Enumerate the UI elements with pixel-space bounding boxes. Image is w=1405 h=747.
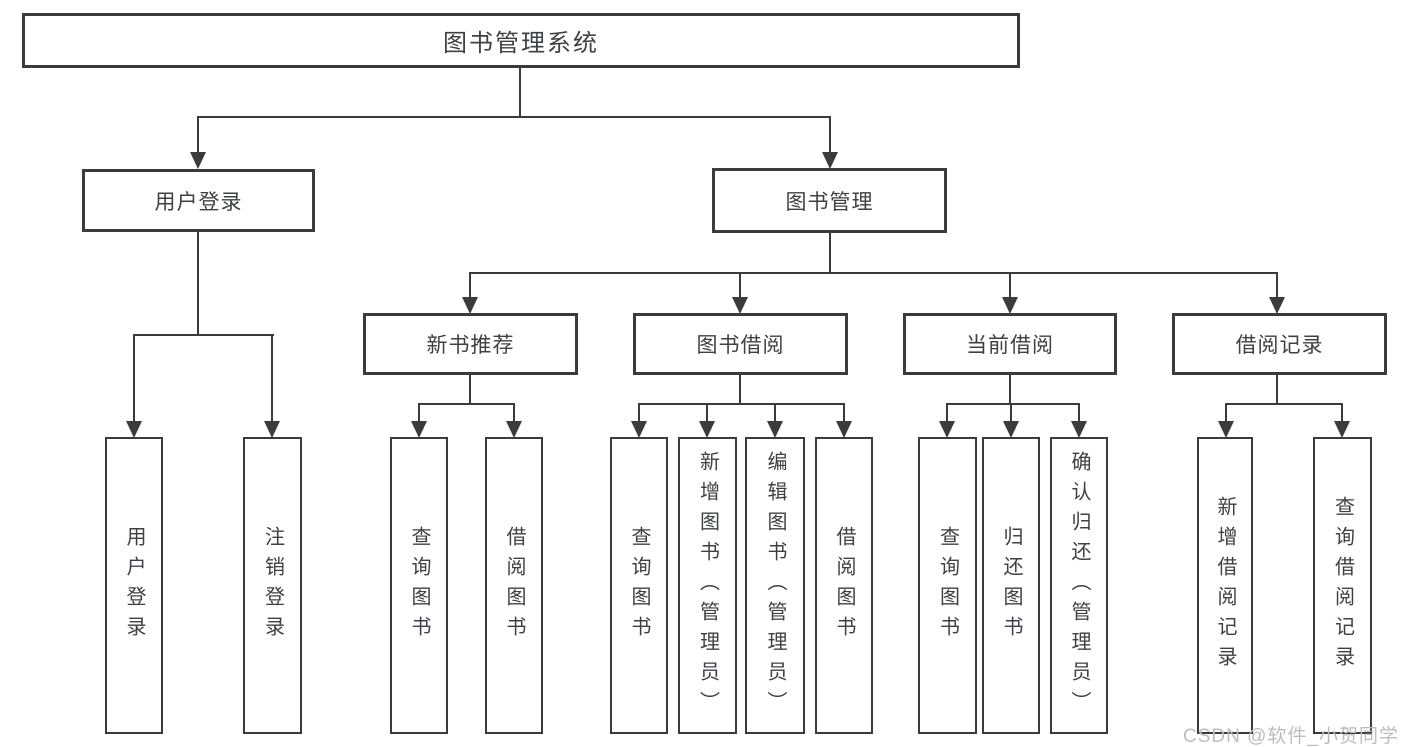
node-label: 图书管理 <box>785 190 874 214</box>
arrow-down-icon <box>1071 421 1087 438</box>
connector <box>1276 272 1278 300</box>
arrow-down-icon <box>462 297 478 314</box>
node-label: 查询图书 <box>408 525 430 646</box>
connector <box>1009 272 1011 300</box>
connector <box>1276 375 1278 405</box>
node-label: 查询借阅记录 <box>1331 495 1354 676</box>
node-label: 查询图书 <box>936 525 959 646</box>
node-user-login: 用户登录 <box>82 169 315 232</box>
leaf-query-books-recommend: 查询图书 <box>390 437 448 734</box>
connector <box>519 67 521 117</box>
connector <box>946 403 1080 405</box>
leaf-edit-books-admin: 编辑图书（管理员） <box>745 437 805 734</box>
arrow-down-icon <box>939 421 955 438</box>
leaf-add-books-admin: 新增图书（管理员） <box>678 437 737 734</box>
node-current-borrowing: 当前借阅 <box>903 313 1117 375</box>
node-label: 当前借阅 <box>966 334 1054 357</box>
leaf-query-books-current: 查询图书 <box>918 437 977 734</box>
node-label: 图书借阅 <box>696 334 785 357</box>
node-label: 注销登录 <box>261 525 284 646</box>
arrow-down-icon <box>1002 297 1018 314</box>
connector <box>133 334 274 336</box>
connector <box>638 403 640 424</box>
connector <box>843 403 845 424</box>
connector <box>638 403 845 405</box>
arrow-down-icon <box>767 421 783 438</box>
arrow-down-icon <box>631 421 647 438</box>
connector <box>946 403 948 424</box>
connector <box>706 403 708 424</box>
connector <box>739 375 741 405</box>
connector <box>774 403 776 424</box>
node-label: 确认归还（管理员） <box>1068 450 1090 721</box>
leaf-logout: 注销登录 <box>243 437 302 734</box>
leaf-confirm-return-admin: 确认归还（管理员） <box>1050 437 1108 734</box>
node-label: 新增借阅记录 <box>1214 495 1236 676</box>
leaf-borrow-books-recommend: 借阅图书 <box>485 437 543 734</box>
leaf-return-books: 归还图书 <box>982 437 1040 734</box>
node-new-book-recommendation: 新书推荐 <box>363 313 578 375</box>
connector <box>1078 403 1080 424</box>
leaf-query-books-borrowing: 查询图书 <box>610 437 668 734</box>
node-label: 查询图书 <box>628 525 650 646</box>
connector <box>469 375 471 405</box>
arrow-down-icon <box>699 421 715 438</box>
connector <box>1225 403 1343 405</box>
node-label: 用户登录 <box>154 190 243 214</box>
connector <box>197 116 199 156</box>
connector <box>198 116 831 118</box>
node-label: 借阅图书 <box>503 525 525 646</box>
connector <box>469 272 471 300</box>
arrow-down-icon <box>264 421 280 438</box>
arrow-down-icon <box>1218 421 1234 438</box>
arrow-down-icon <box>1003 421 1019 438</box>
arrow-down-icon <box>1269 297 1285 314</box>
arrow-down-icon <box>836 421 852 438</box>
node-label: 图书管理系统 <box>443 30 599 57</box>
arrow-down-icon <box>411 421 427 438</box>
csdn-watermark: CSDN @软件_小贺同学 <box>1183 726 1399 747</box>
connector <box>1225 403 1227 424</box>
connector <box>1010 403 1012 424</box>
arrow-down-icon <box>732 297 748 314</box>
connector <box>829 116 831 156</box>
node-label: 归还图书 <box>1000 525 1022 646</box>
node-label: 新书推荐 <box>426 334 515 357</box>
node-library-system: 图书管理系统 <box>22 13 1020 68</box>
leaf-add-borrow-record: 新增借阅记录 <box>1197 437 1253 734</box>
arrow-down-icon <box>506 421 522 438</box>
connector <box>418 403 420 424</box>
node-label: 用户登录 <box>123 525 145 646</box>
connector <box>1341 403 1343 424</box>
connector <box>197 231 199 336</box>
node-label: 新增图书（管理员） <box>696 450 719 721</box>
connector <box>829 232 831 274</box>
node-label: 编辑图书（管理员） <box>764 450 786 721</box>
leaf-user-login: 用户登录 <box>105 437 163 734</box>
node-book-management: 图书管理 <box>712 168 947 233</box>
leaf-borrow-books: 借阅图书 <box>815 437 873 734</box>
connector <box>513 403 515 424</box>
connector <box>271 334 273 424</box>
connector <box>1009 375 1011 405</box>
arrow-down-icon <box>126 421 142 438</box>
connector <box>739 272 741 300</box>
node-book-borrowing: 图书借阅 <box>633 313 848 375</box>
arrow-down-icon <box>190 152 206 169</box>
connector <box>418 403 515 405</box>
connector <box>470 272 1278 274</box>
connector <box>133 334 135 424</box>
node-borrowing-records: 借阅记录 <box>1172 313 1387 375</box>
arrow-down-icon <box>1334 421 1350 438</box>
node-label: 借阅图书 <box>833 525 855 646</box>
node-label: 借阅记录 <box>1235 334 1324 357</box>
arrow-down-icon <box>822 152 838 169</box>
leaf-query-borrow-record: 查询借阅记录 <box>1313 437 1372 734</box>
